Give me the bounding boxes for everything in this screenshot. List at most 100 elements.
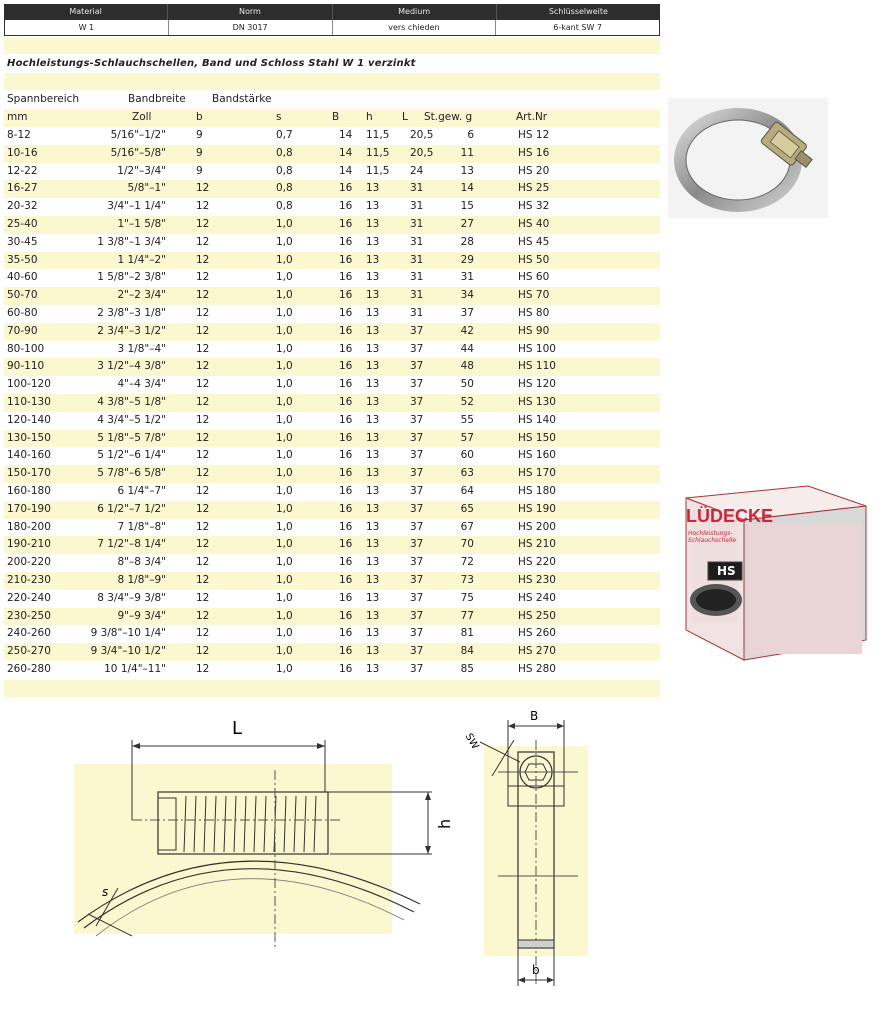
cell-b: 12 [196,395,210,408]
cell-art: HS 150 [518,431,556,444]
cell-art: HS 12 [518,129,550,141]
cell-s: 1,0 [276,360,293,373]
cell-h: 13 [366,342,380,355]
cell-B: 16 [339,467,353,480]
dim-B-label: B [530,709,538,723]
cell-h: 11,5 [366,146,390,159]
cell-s: 1,0 [276,431,293,444]
cell-zoll: 3 1/8"–4" [117,342,166,355]
cell-s: 1,0 [276,520,293,533]
cell-L: 37 [410,324,424,337]
cell-art: HS 180 [518,484,556,497]
cell-mm: 140-160 [7,449,51,462]
cell-art: HS 210 [518,538,556,551]
cell-L: 31 [410,182,424,195]
cell-b: 12 [196,431,210,444]
cell-g: 34 [460,289,474,302]
cell-art: HS 70 [518,289,550,302]
meta-value-norm: DN 3017 [169,20,333,35]
cell-b: 12 [196,360,210,373]
cell-B: 16 [339,200,353,213]
cell-L: 37 [410,378,424,391]
cell-art: HS 230 [518,573,556,586]
cell-zoll: 3/4"–1 1/4" [107,200,166,213]
cell-mm: 260-280 [7,662,51,675]
cell-h: 13 [366,395,380,408]
cell-b: 12 [196,645,210,658]
cell-b: 12 [196,217,210,230]
cell-mm: 8-12 [7,129,31,141]
cell-B: 16 [339,484,353,497]
cell-B: 16 [339,235,353,248]
cell-b: 12 [196,609,210,622]
cell-zoll: 2 3/4"–3 1/2" [97,324,166,337]
clamp-dimension-drawing: L h s B SW b [74,709,588,986]
cell-g: 11 [460,146,474,159]
cell-s: 1,0 [276,395,293,408]
cell-b: 12 [196,502,210,515]
cell-h: 13 [366,217,380,230]
box-illustration [685,485,867,661]
cell-h: 13 [366,467,380,480]
cell-zoll: 7 1/2"–8 1/4" [97,538,166,551]
cell-B: 16 [339,431,353,444]
cell-art: HS 170 [518,467,556,480]
header-B: B [332,111,340,123]
cell-s: 0,8 [276,182,293,195]
cell-zoll: 4 3/4"–5 1/2" [97,413,166,426]
cell-s: 0,8 [276,200,293,213]
cell-L: 37 [410,662,424,675]
drawing-side-bg [74,764,392,934]
cell-h: 11,5 [366,129,390,141]
cell-s: 1,0 [276,591,293,604]
dim-h-label: h [435,819,454,829]
cell-L: 37 [410,342,424,355]
header-L: L [402,111,408,123]
cell-L: 31 [410,289,424,302]
cell-g: 42 [460,324,474,337]
cell-zoll: 4"–4 3/4" [117,378,166,391]
cell-h: 13 [366,556,380,569]
cell-b: 12 [196,538,210,551]
cell-h: 13 [366,520,380,533]
cell-L: 37 [410,538,424,551]
header-bandbreite: Bandbreite [128,93,186,105]
cell-B: 16 [339,645,353,658]
meta-header-norm: Norm [168,4,333,20]
cell-L: 37 [410,609,424,622]
cell-art: HS 60 [518,271,550,284]
cell-B: 16 [339,306,353,319]
cell-b: 12 [196,324,210,337]
cell-zoll: 6 1/4"–7" [117,484,166,497]
cell-g: 14 [460,182,474,195]
cell-art: HS 110 [518,360,556,373]
cell-B: 16 [339,342,353,355]
cell-mm: 25-40 [7,217,38,230]
cell-B: 14 [339,164,353,177]
meta-header-schluesselweite: Schlüsselweite [548,7,608,16]
box-model-label: HS [717,564,736,578]
cell-art: HS 240 [518,591,556,604]
cell-s: 1,0 [276,271,293,284]
cell-mm: 220-240 [7,591,51,604]
cell-B: 16 [339,502,353,515]
cell-b: 12 [196,627,210,640]
cell-s: 1,0 [276,502,293,515]
cell-g: 57 [460,431,474,444]
cell-s: 1,0 [276,289,293,302]
cell-mm: 200-220 [7,556,51,569]
cell-zoll: 8"–8 3/4" [117,556,166,569]
cell-L: 37 [410,449,424,462]
cell-L: 31 [410,200,424,213]
cell-L: 37 [410,360,424,373]
cell-art: HS 160 [518,449,556,462]
header-zoll: Zoll [132,111,152,123]
cell-mm: 16-27 [7,182,38,195]
